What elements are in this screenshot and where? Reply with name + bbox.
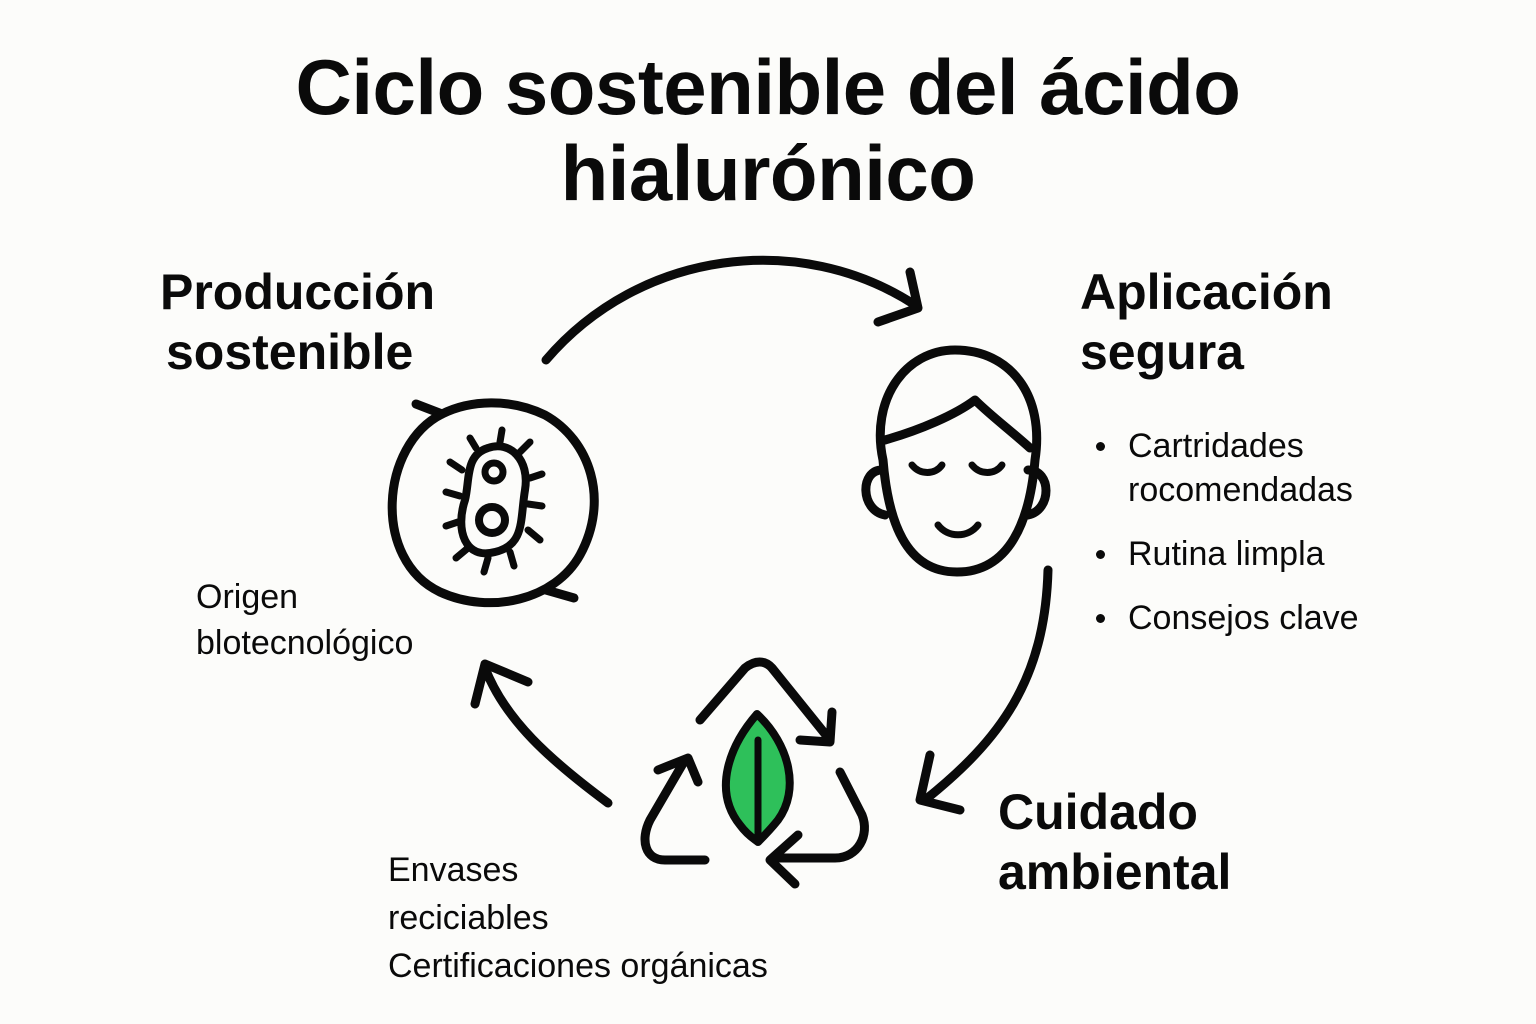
bullet-item: Cartridades rocomendadas xyxy=(1092,424,1359,512)
production-heading-line-2: sostenible xyxy=(166,324,414,380)
production-label-line-2: blotecnológico xyxy=(196,624,414,662)
bullet-item: Consejos clave xyxy=(1092,596,1359,640)
application-heading: Aplicación segura xyxy=(1080,262,1333,382)
cycle-arrow-top xyxy=(541,255,923,365)
production-heading-line-1: Producción xyxy=(160,264,436,320)
cycle-arrow-right xyxy=(915,565,1053,815)
cycle-arrow-left xyxy=(470,659,613,808)
face-icon xyxy=(861,345,1051,577)
microorganism-icon xyxy=(387,398,599,608)
production-label-line-1: Origen xyxy=(196,578,299,616)
production-label: Origen blotecnológico xyxy=(196,574,413,666)
environment-heading-line-2: ambiental xyxy=(998,844,1232,900)
bullet-item-line-2: rocomendadas xyxy=(1128,471,1353,509)
recycle-leaf-icon xyxy=(640,657,869,889)
page-title: Ciclo sostenible del ácido hialurónico xyxy=(0,44,1536,216)
application-bullet-list: Cartridades rocomendadas Rutina limpla C… xyxy=(1092,424,1359,660)
environment-label: Envases reciciables Certificaciones orgá… xyxy=(388,846,768,990)
application-heading-line-1: Aplicación xyxy=(1080,264,1333,320)
bullet-item-line-1: Cartridades xyxy=(1128,427,1304,465)
leaf-icon xyxy=(721,710,794,846)
environment-label-line-3: Certificaciones orgánicas xyxy=(388,947,768,985)
bullet-item-line-1: Consejos clave xyxy=(1128,599,1359,637)
environment-heading: Cuidado ambiental xyxy=(998,782,1231,902)
environment-label-line-2: reciciables xyxy=(388,899,549,937)
bullet-item-line-1: Rutina limpla xyxy=(1128,535,1325,573)
application-heading-line-2: segura xyxy=(1080,324,1244,380)
title-line-2: hialurónico xyxy=(560,129,976,217)
bullet-item: Rutina limpla xyxy=(1092,532,1359,576)
environment-heading-line-1: Cuidado xyxy=(998,784,1198,840)
environment-label-line-1: Envases xyxy=(388,851,519,889)
title-line-1: Ciclo sostenible del ácido xyxy=(295,43,1241,131)
production-heading: Producción sostenible xyxy=(160,262,435,382)
